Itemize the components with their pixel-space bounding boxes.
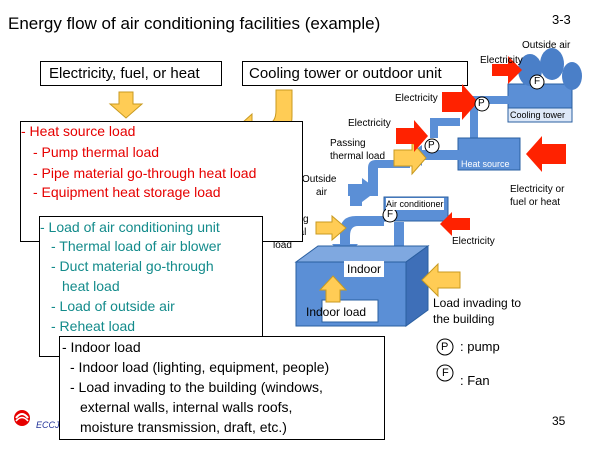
heat-source-load-heading: - Heat source load	[21, 123, 136, 139]
page-title: Energy flow of air conditioning faciliti…	[8, 14, 381, 33]
fan-letter-2: F	[387, 209, 394, 220]
heat-source-label: Heat source	[461, 159, 510, 169]
electricity-fuel-label-b: fuel or heat	[510, 197, 561, 208]
logo-mark-icon	[14, 410, 30, 426]
source-box: Electricity, fuel, or heat	[40, 61, 222, 86]
air-conditioner-label: Air conditioner	[386, 198, 444, 210]
electricity-label-1: Electricity	[480, 55, 523, 66]
electricity-arrow-2	[492, 56, 522, 84]
electricity-arrow-5	[440, 212, 470, 236]
indoor-label: Indoor	[344, 261, 385, 277]
ac-load-item-4: - Load of outside air	[51, 298, 175, 314]
passing-thermal-label-1a: Passing	[330, 138, 366, 149]
fan-legend-letter: F	[442, 367, 449, 379]
ac-load-item-3: heat load	[62, 278, 120, 294]
outside-air-top-label: Outside air	[522, 40, 571, 51]
cooling-box-label: Cooling tower or outdoor unit	[249, 65, 442, 82]
electricity-fuel-label-a: Electricity or	[510, 184, 565, 195]
ac-load-box: - Load of air conditioning unit - Therma…	[39, 216, 263, 357]
ac-load-item-5: - Reheat load	[51, 318, 136, 334]
cooling-box: Cooling tower or outdoor unit	[242, 61, 468, 86]
electricity-label-2: Electricity	[395, 93, 438, 104]
ac-load-item-2: - Duct material go-through	[51, 258, 214, 274]
indoor-load-label: Indoor load	[306, 305, 367, 319]
outside-air-mid-label-a: Outside	[302, 174, 337, 185]
heat-source-item-3: - Equipment heat storage load	[33, 184, 221, 200]
heat-source-item-2: - Pipe material go-through heat load	[33, 165, 257, 181]
pump-legend-circle	[436, 338, 454, 356]
page-number: 35	[552, 414, 566, 428]
indoor-load-item-1: - Indoor load (lighting, equipment, peop…	[70, 359, 330, 375]
ac-load-item-1: - Thermal load of air blower	[51, 238, 222, 254]
passing-thermal-label-2c: load	[273, 240, 292, 251]
indoor-load-heading: - Indoor load	[62, 339, 141, 355]
load-invading-label-a: Load invading to	[433, 296, 522, 310]
fan-symbol-1	[529, 74, 545, 90]
fan-legend-circle	[436, 364, 454, 382]
pump-symbol-2	[424, 138, 440, 154]
pump-letter-2: P	[428, 140, 435, 151]
electricity-arrow-3	[396, 120, 428, 152]
logo-text: ECCJ	[36, 420, 60, 430]
fan-letter-1: F	[534, 76, 541, 87]
indoor-load-item-4: moisture transmission, draft, etc.)	[80, 419, 287, 435]
indoor-load-box: - Indoor load - Indoor load (lighting, e…	[59, 336, 385, 440]
electricity-arrow-1	[442, 84, 478, 120]
down-arrow	[108, 91, 144, 119]
electricity-arrow-4	[526, 136, 566, 172]
eccj-logo	[12, 408, 32, 433]
electricity-label-3: Electricity	[348, 118, 391, 129]
ac-load-heading: - Load of air conditioning unit	[40, 219, 220, 235]
pump-symbol-1	[474, 96, 490, 112]
pump-letter-1: P	[478, 98, 485, 109]
outside-air-mid-label-b: air	[316, 187, 328, 198]
fan-legend-label: : Fan	[460, 373, 490, 388]
load-invading-label-b: the building	[433, 312, 495, 326]
indoor-load-item-3: external walls, internal walls roofs,	[80, 399, 293, 415]
pump-legend-label: : pump	[460, 339, 500, 354]
source-box-label: Electricity, fuel, or heat	[49, 65, 200, 82]
page-id: 3-3	[552, 12, 571, 27]
cooling-tower-label: Cooling tower	[510, 110, 566, 120]
heat-source-item-1: - Pump thermal load	[33, 144, 160, 160]
passing-thermal-label-1b: thermal load	[330, 151, 386, 162]
pump-legend-letter: P	[441, 341, 449, 353]
indoor-room	[294, 245, 430, 327]
electricity-label-4: Electricity	[452, 236, 495, 247]
indoor-load-item-2: - Load invading to the building (windows…	[70, 379, 323, 395]
